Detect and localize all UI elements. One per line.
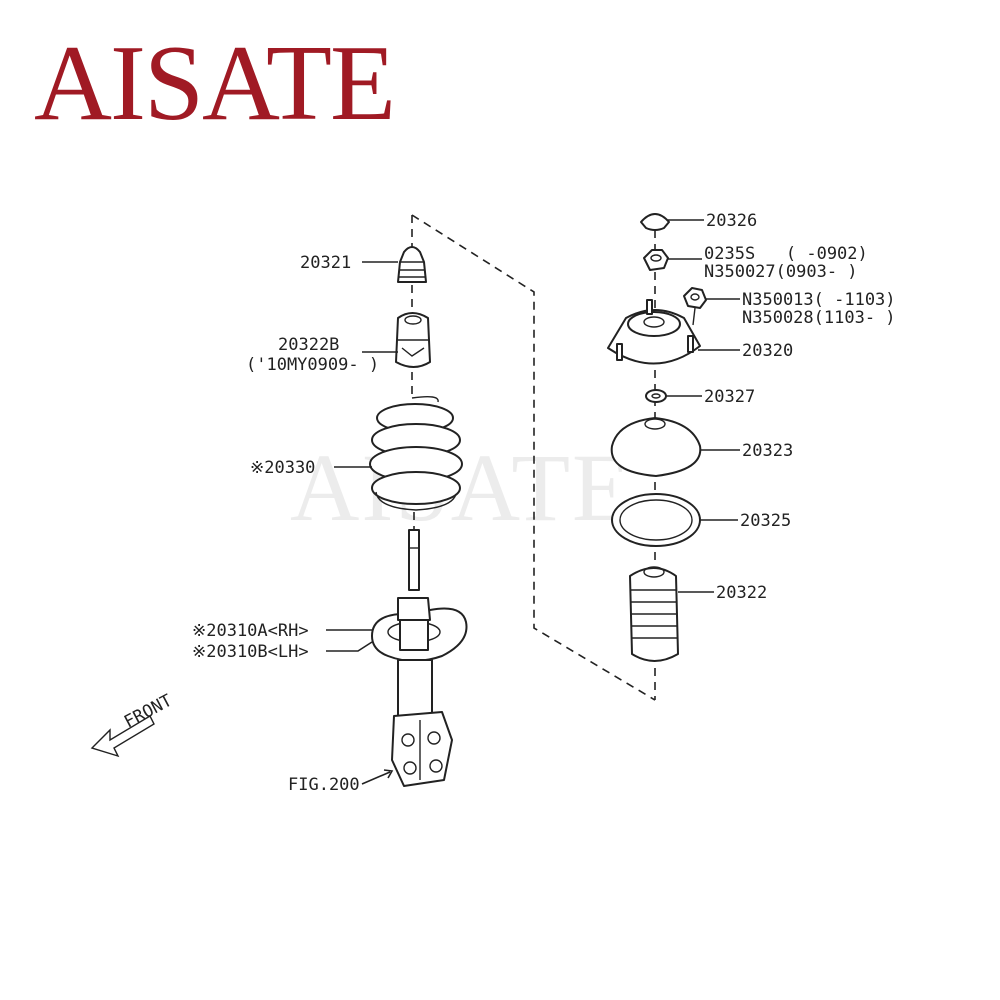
strut-20310-shape bbox=[371, 529, 468, 787]
label-20326: 20326 bbox=[706, 211, 757, 231]
leader-lines bbox=[326, 219, 740, 785]
washer-20327-shape bbox=[645, 389, 667, 403]
label-20322b-note: ('10MY0909- ) bbox=[246, 355, 379, 375]
label-20310b: ※20310B<LH> bbox=[192, 642, 309, 662]
coil-spring-20330-shape bbox=[369, 395, 463, 530]
label-20322: 20322 bbox=[716, 583, 767, 603]
strut-mount-20320-shape bbox=[607, 299, 701, 365]
alignment-guide bbox=[411, 214, 656, 701]
label-20320: 20320 bbox=[742, 341, 793, 361]
bump-stopper-20321-shape bbox=[397, 246, 427, 312]
label-0235s: 0235S ( -0902) bbox=[704, 244, 868, 264]
rubber-seat-20325-shape bbox=[611, 493, 701, 547]
label-20322b: 20322B bbox=[278, 335, 339, 355]
label-20323: 20323 bbox=[742, 441, 793, 461]
label-fig200: FIG.200 bbox=[288, 775, 360, 795]
spring-seat-20323-shape bbox=[610, 417, 702, 477]
nut-0235s-shape bbox=[643, 249, 669, 271]
label-n350013: N350013( -1103) bbox=[742, 290, 896, 310]
part-labels: 20321 20322B ('10MY0909- ) ※20330 ※20310… bbox=[121, 211, 896, 795]
front-arrow-icon bbox=[90, 715, 155, 758]
dust-boot-20322-shape bbox=[629, 566, 679, 700]
label-20321: 20321 bbox=[300, 253, 351, 273]
nut-n350013-shape bbox=[683, 287, 707, 326]
label-n350028: N350028(1103- ) bbox=[742, 308, 896, 328]
label-20330: ※20330 bbox=[250, 458, 315, 478]
label-20325: 20325 bbox=[740, 511, 791, 531]
label-front: FRONT bbox=[121, 691, 176, 733]
label-20310a: ※20310A<RH> bbox=[192, 621, 309, 641]
label-20327: 20327 bbox=[704, 387, 755, 407]
label-n350027: N350027(0903- ) bbox=[704, 262, 858, 282]
cap-20326-shape bbox=[640, 213, 670, 231]
brand-logo: AISATE bbox=[34, 24, 396, 143]
bump-stopper-20322b-shape bbox=[395, 312, 431, 398]
